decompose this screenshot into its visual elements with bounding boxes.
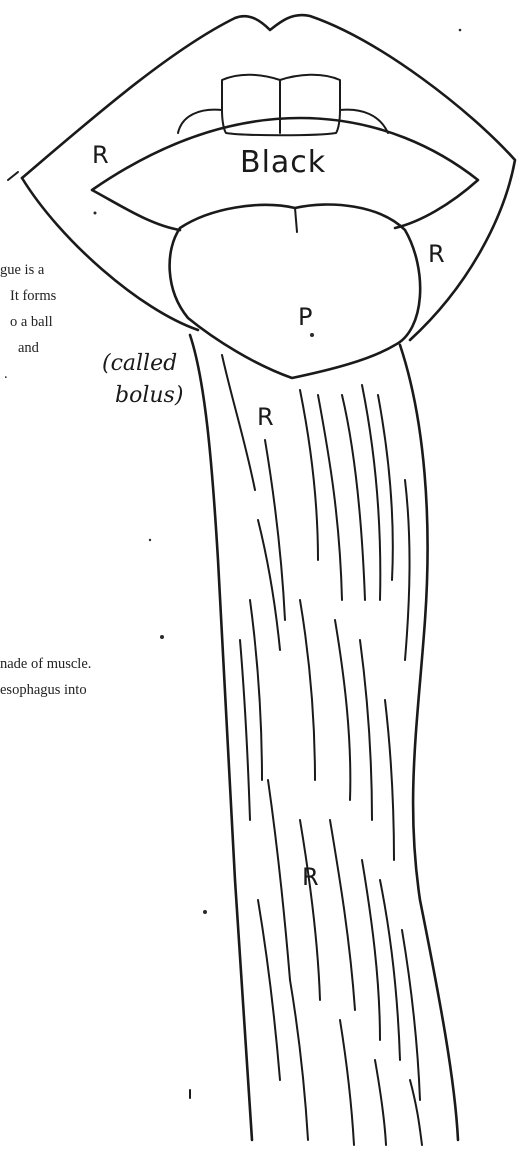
- esophagus-caption-line: nade of muscle.: [0, 656, 91, 672]
- tongue-caption-line: .: [4, 366, 8, 382]
- tongue-caption-line: o a ball: [10, 314, 53, 330]
- label-tongue: P: [298, 303, 312, 331]
- label-bolus-line1: (called: [102, 351, 177, 376]
- esophagus-caption-line: esophagus into: [0, 682, 87, 698]
- tongue-caption-line: and: [18, 340, 40, 356]
- esophagus-caption: nade of muscle. esophagus into: [0, 656, 91, 698]
- label-lips-right: R: [428, 240, 445, 268]
- esophagus-left-wall: [190, 335, 252, 1140]
- esophagus-right-wall: [400, 345, 458, 1140]
- tongue-caption-line: It forms: [10, 288, 57, 304]
- label-lips-upper-left: R: [92, 141, 109, 169]
- label-bolus-line2: bolus): [115, 383, 183, 408]
- label-esophagus-bottom: R: [302, 863, 319, 891]
- tongue-caption: gue is a It forms o a ball and .: [0, 262, 57, 382]
- teeth-row: [178, 75, 388, 136]
- tongue-caption-line: gue is a: [0, 262, 45, 278]
- label-esophagus-top: R: [257, 403, 274, 431]
- tongue-midline: [295, 208, 297, 232]
- label-mouth-color: Black: [240, 145, 326, 180]
- tongue-outline: [170, 204, 421, 378]
- esophagus-muscle-lines: [222, 355, 422, 1145]
